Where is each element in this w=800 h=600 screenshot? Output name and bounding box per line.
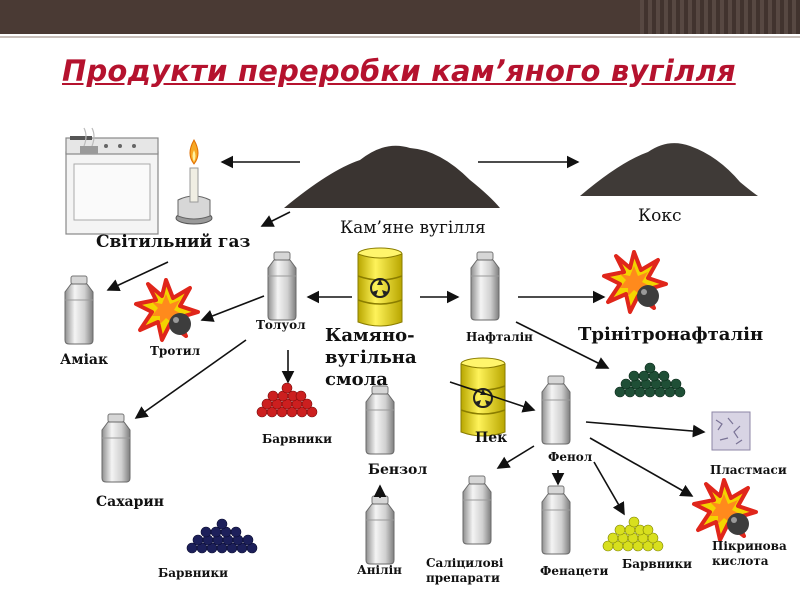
label-pitch: Пек	[475, 430, 508, 446]
picric-acid-explosion-icon	[692, 478, 758, 542]
trinitronaphthalene-explosion-icon	[602, 250, 668, 314]
benzene-bottle-icon	[365, 385, 395, 455]
coal-pile-icon	[284, 145, 500, 208]
tar-barrel-icon	[357, 247, 403, 327]
label-phenol: Фенол	[548, 450, 593, 464]
label-salicylic: Саліцилові препарати	[426, 556, 504, 585]
label-coal-tar: Камяно- вугільна смола	[325, 325, 417, 390]
naphthalene-bottle-icon	[470, 251, 500, 321]
ammonia-bottle-icon	[64, 275, 94, 345]
arrow-toluene-to-saccharin	[134, 339, 247, 419]
label-saccharin: Сахарин	[96, 494, 165, 510]
arrow-naphthalene-to-green-dyes	[515, 321, 610, 369]
arrow-phenol-to-picric	[589, 437, 694, 497]
gas-burner-icon	[175, 138, 213, 225]
label-dyes-phenol: Барвники	[622, 557, 693, 571]
label-phenacetin: Фенацети	[540, 564, 609, 578]
label-coke: Кокс	[638, 206, 682, 226]
arrow-toluene-to-tnt	[200, 295, 265, 322]
phenacetin-bottle-icon	[541, 485, 571, 555]
toluene-bottle-icon	[267, 251, 297, 321]
plastics-icon	[711, 411, 751, 451]
stove-icon	[65, 127, 159, 235]
arrow-phenol-to-plastics	[585, 421, 706, 438]
arrow-tar-to-phenol	[449, 381, 536, 413]
slide-title: Продукти переробки кам’яного вугілля	[62, 54, 736, 88]
red-dyes-pile-icon	[256, 382, 318, 418]
arrow-coal-to-gas	[260, 211, 291, 227]
pitch-barrel-icon	[460, 357, 506, 437]
green-dyes-pile-icon	[614, 362, 686, 398]
label-trinitronaphthalene: Трінітронафталін	[578, 324, 764, 345]
yellow-dyes-pile-icon	[602, 516, 664, 552]
label-plastics: Пластмаси	[710, 463, 787, 477]
arrow-gas-to-ammonia	[106, 261, 169, 292]
label-ammonia: Аміак	[60, 352, 109, 368]
label-dyes-toluene: Барвники	[262, 432, 333, 446]
label-toluene: Толуол	[256, 318, 306, 332]
label-lighting-gas: Світильний газ	[96, 232, 251, 252]
arrow-phenol-to-yellow-dyes	[593, 461, 625, 516]
label-benzene: Бензол	[368, 462, 428, 478]
tnt-explosion-icon	[134, 278, 200, 342]
label-picric-acid: Пікринова кислота	[712, 539, 787, 568]
salicylic-bottle-icon	[462, 475, 492, 545]
arrow-phenol-to-salicylic	[496, 445, 535, 469]
top-bar-stripes	[640, 0, 800, 34]
label-tnt: Тротил	[150, 344, 201, 358]
coke-pile-icon	[580, 143, 758, 196]
top-bar	[0, 0, 800, 34]
navy-dyes-pile-icon	[186, 518, 258, 554]
phenol-bottle-icon	[541, 375, 571, 445]
label-aniline: Анілін	[357, 563, 402, 577]
label-coal: Кам’яне вугілля	[340, 218, 486, 238]
label-dyes-aniline: Барвники	[158, 566, 229, 580]
divider-line	[0, 36, 800, 38]
aniline-bottle-icon	[365, 495, 395, 565]
saccharin-bottle-icon	[101, 413, 131, 483]
label-naphthalene: Нафталін	[466, 330, 533, 344]
